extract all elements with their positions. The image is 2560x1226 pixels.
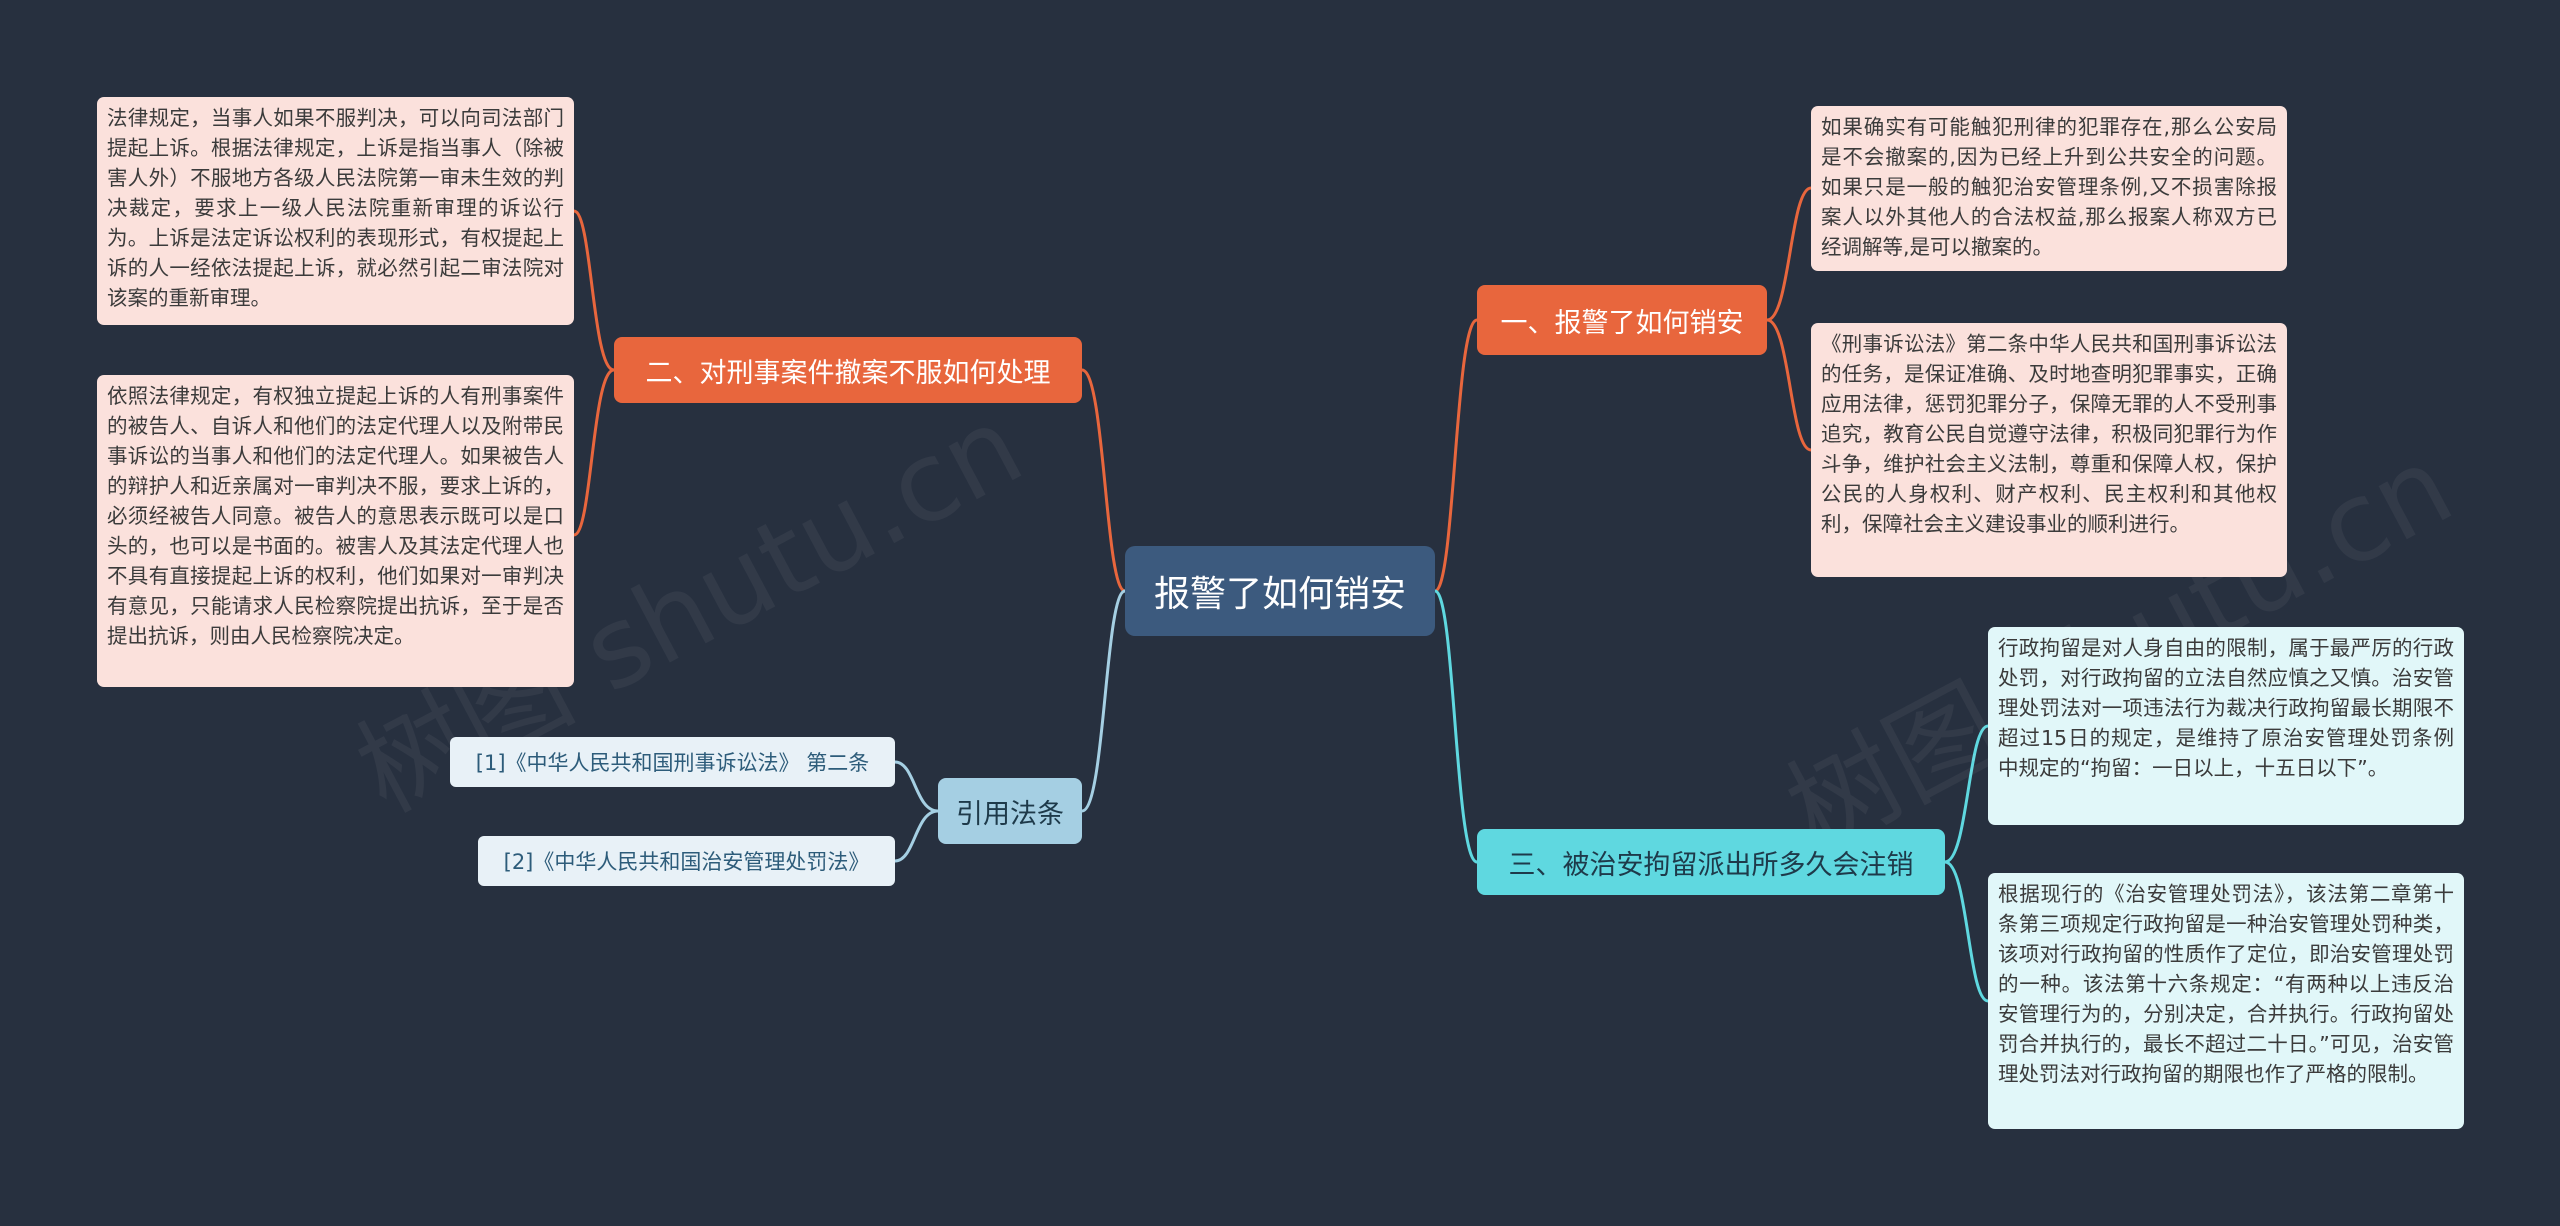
link-b2-leaf1 (573, 209, 615, 372)
branch-objection-to-case-withdrawal[interactable]: 二、对刑事案件撤案不服如何处理 (614, 337, 1082, 403)
link-b4-cite1 (894, 760, 939, 813)
link-b1-leaf2 (1766, 318, 1812, 452)
branch-how-to-cancel-report[interactable]: 一、报警了如何销安 (1477, 285, 1767, 355)
link-root-b3 (1433, 589, 1478, 864)
citation-public-security-law[interactable]: [2]《中华人民共和国治安管理处罚法》 (478, 836, 895, 886)
link-b2-leaf2 (573, 368, 615, 537)
root-topic[interactable]: 报警了如何销安 (1125, 546, 1435, 636)
link-b3-leaf1 (1944, 724, 1989, 864)
leaf-right-to-appeal[interactable]: 法律规定，当事人如果不服判决，可以向司法部门提起上诉。根据法律规定，上诉是指当事… (97, 97, 574, 325)
link-root-b4 (1081, 589, 1126, 813)
link-b1-leaf1 (1766, 186, 1812, 322)
link-root-b1 (1433, 318, 1478, 593)
leaf-case-withdrawal-conditions[interactable]: 如果确实有可能触犯刑律的犯罪存在,那么公安局是不会撤案的,因为已经上升到公共安全… (1811, 106, 2287, 271)
link-b4-cite2 (894, 809, 939, 863)
link-b3-leaf2 (1944, 860, 1989, 1003)
citation-criminal-procedure-law[interactable]: [1]《中华人民共和国刑事诉讼法》 第二条 (450, 737, 895, 787)
leaf-public-security-law-provision[interactable]: 根据现行的《治安管理处罚法》，该法第二章第十条第三项规定行政拘留是一种治安管理处… (1988, 873, 2464, 1129)
branch-cited-laws[interactable]: 引用法条 (938, 778, 1082, 844)
leaf-who-may-appeal[interactable]: 依照法律规定，有权独立提起上诉的人有刑事案件的被告人、自诉人和他们的法定代理人以… (97, 375, 574, 687)
branch-detention-record-cancellation[interactable]: 三、被治安拘留派出所多久会注销 (1477, 829, 1945, 895)
link-root-b2 (1081, 368, 1126, 593)
leaf-criminal-procedure-article-2[interactable]: 《刑事诉讼法》第二条中华人民共和国刑事诉讼法的任务，是保证准确、及时地查明犯罪事… (1811, 323, 2287, 577)
leaf-administrative-detention-limit[interactable]: 行政拘留是对人身自由的限制，属于最严厉的行政处罚，对行政拘留的立法自然应慎之又慎… (1988, 627, 2464, 825)
